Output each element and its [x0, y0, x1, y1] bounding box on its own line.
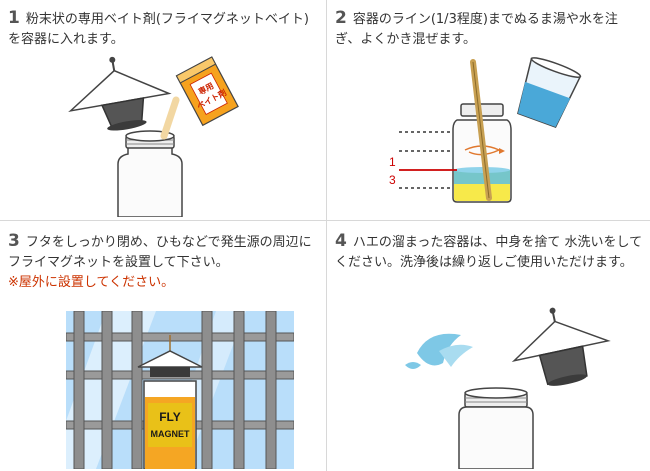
step-3-warning: ※屋外に設置してください。	[8, 275, 175, 290]
fly-trap-icon: FLY MAGNET	[137, 350, 203, 469]
removed-lid-icon	[511, 307, 611, 386]
fill-fraction-denominator: 3	[389, 173, 396, 187]
jar-icon	[117, 130, 183, 217]
grid-divider-vertical	[326, 0, 327, 471]
trap-brand-line1: FLY	[159, 410, 181, 424]
grid-divider-horizontal	[0, 220, 650, 221]
jar-with-water-icon	[452, 59, 512, 203]
step-3-number: 3	[8, 231, 20, 251]
water-splash-icon	[405, 333, 473, 369]
step-4-illustration	[405, 307, 611, 469]
step-2-number: 2	[335, 8, 347, 28]
powder-stream	[160, 96, 180, 140]
step-1-number: 1	[8, 8, 20, 28]
fence-posts	[73, 311, 277, 469]
trap-brand-line2: MAGNET	[151, 429, 190, 439]
fill-fraction-numerator: 1	[389, 155, 396, 169]
step-4-number: 4	[335, 231, 347, 251]
fence-rail-top	[66, 332, 294, 342]
step-4-text: ハエの溜まった容器は、中身を捨て 水洗いをしてください。洗浄後は繰り返しご使用い…	[335, 235, 643, 270]
empty-jar-icon	[458, 387, 534, 469]
step-3-illustration: FLY MAGNET	[66, 311, 294, 469]
step-2-text: 容器のライン(1/3程度)までぬるま湯や水を注ぎ、よくかき混ぜます。	[335, 12, 618, 47]
step-1-text: 粉末状の専用ベイト剤(フライマグネットベイト)を容器に入れます。	[8, 12, 309, 47]
step-3-text: フタをしっかり閉め、ひもなどで発生源の周辺にフライマグネットを設置して下さい。	[8, 235, 312, 270]
bait-packet-icon: 専用 ベイト剤	[175, 56, 239, 127]
step-1-illustration: 専用 ベイト剤	[68, 56, 239, 217]
step-2-illustration: 1 3	[389, 57, 582, 203]
trap-lid-icon	[68, 56, 172, 131]
water-cup-icon	[517, 57, 582, 128]
